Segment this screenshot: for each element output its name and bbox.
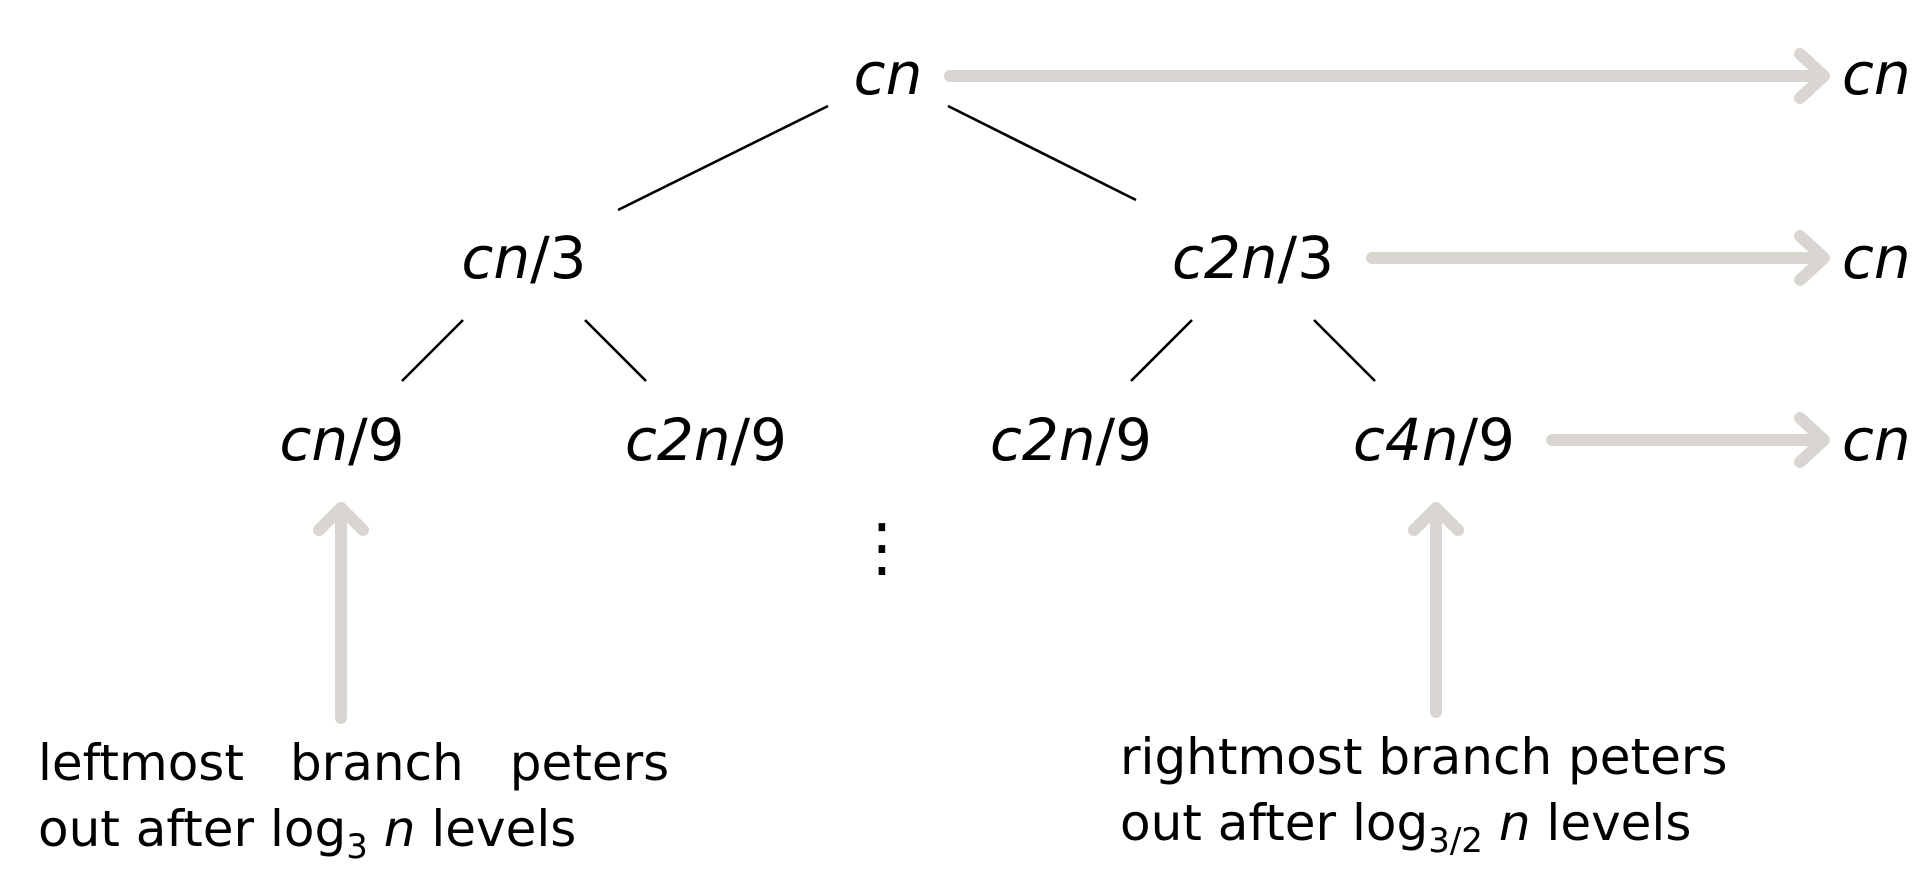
rightmost-branch-annotation: rightmost branch peters out after log3/2… <box>1120 724 1728 874</box>
tree-node-level2-2: c2n/9 <box>624 406 788 474</box>
leftmost-annotation-line2: out after log3 n levels <box>38 800 577 867</box>
level-sum-arrow-0 <box>944 48 1830 104</box>
edge-right-leftchild <box>1130 319 1193 382</box>
leftmost-branch-arrow <box>313 502 369 724</box>
edge-left-leftchild <box>401 319 464 382</box>
edge-left-rightchild <box>584 319 647 382</box>
tree-node-level1-right: c2n/3 <box>1171 224 1335 292</box>
tree-node-level2-3: c2n/9 <box>989 406 1153 474</box>
level-sum-1: cn <box>1842 224 1911 292</box>
tree-node-level2-1: cn/9 <box>279 406 405 474</box>
level-sum-arrow-1 <box>1366 230 1830 286</box>
edge-root-right <box>947 104 1137 202</box>
level-sum-0: cn <box>1842 40 1911 108</box>
rightmost-branch-arrow <box>1408 502 1464 718</box>
tree-node-root: cn <box>853 40 923 108</box>
edge-right-rightchild <box>1313 319 1376 382</box>
level-sum-2: cn <box>1842 406 1911 474</box>
tree-continuation-dots: ⋮ <box>850 511 914 585</box>
rightmost-annotation-line2: out after log3/2 n levels <box>1120 794 1692 861</box>
tree-node-level1-left: cn/3 <box>461 224 587 292</box>
rightmost-annotation-line1: rightmost branch peters <box>1120 728 1728 786</box>
tree-node-level2-4: c4n/9 <box>1352 406 1516 474</box>
level-sum-arrow-2 <box>1546 412 1830 468</box>
edge-root-left <box>617 104 829 212</box>
